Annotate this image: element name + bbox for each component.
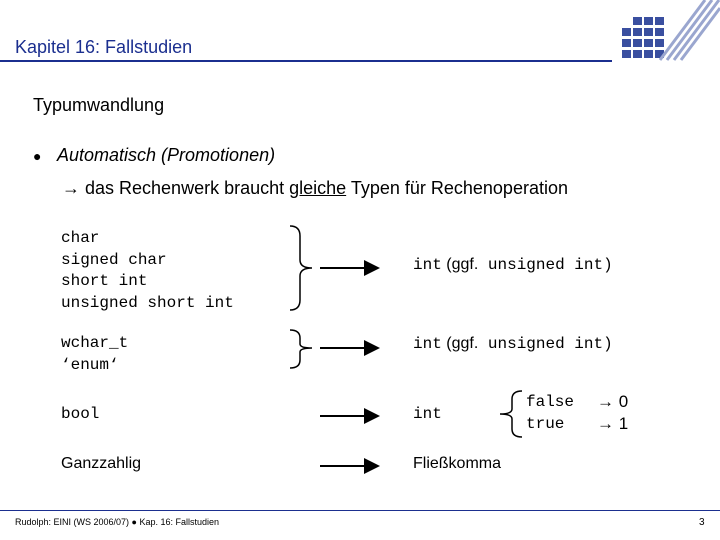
type-bool: bool xyxy=(61,405,100,423)
footer-divider xyxy=(0,510,720,511)
result-fliesskomma: Fließkomma xyxy=(413,455,502,472)
type-group-char-short: char signed char short int unsigned short i… xyxy=(61,228,234,314)
header-divider xyxy=(0,60,612,62)
result-prose: (ggf. xyxy=(441,335,479,352)
result-code: unsigned int) xyxy=(478,335,613,353)
footer-info: Rudolph: EINI (WS 2006/07) ● Kap. 16: Fa… xyxy=(15,517,220,527)
bool-false-value: → 0 xyxy=(597,392,629,411)
bullet-text: Automatisch (Promotionen) xyxy=(57,145,276,165)
logo-stripes-icon xyxy=(658,0,720,61)
logo-grid-icon xyxy=(622,17,664,58)
result-code: int xyxy=(413,256,442,274)
bool-false-label: false xyxy=(526,393,575,411)
brace-group2-icon xyxy=(289,329,313,369)
result-int: int xyxy=(413,405,442,423)
explanation-prefix: → das Rechenwerk braucht xyxy=(62,178,290,198)
type-ganzzahlig: Ganzzahlig xyxy=(61,455,142,472)
result-code: unsigned int) xyxy=(478,256,613,274)
bool-true-label: true xyxy=(526,415,565,433)
type-item: char xyxy=(61,229,100,247)
type-item: signed char xyxy=(61,250,167,269)
promotion-explanation: → das Rechenwerk braucht gleiche Typen f… xyxy=(62,178,568,199)
page-title: Kapitel 16: Fallstudien xyxy=(15,37,193,57)
type-item: ‘enum‘ xyxy=(61,355,119,374)
university-logo xyxy=(622,0,720,61)
type-item: wchar_t xyxy=(61,334,129,352)
bullet-icon: ● xyxy=(33,148,42,164)
page-number: 3 xyxy=(699,517,705,528)
bool-true-value: → 1 xyxy=(597,414,629,433)
section-title: Typumwandlung xyxy=(33,95,165,115)
result-code: int xyxy=(413,335,442,353)
explanation-underlined: gleiche xyxy=(289,178,347,198)
explanation-suffix: Typen für Rechenoperation xyxy=(346,178,568,198)
type-group-wchar-enum: wchar_t ‘enum‘ xyxy=(61,333,128,376)
result-int-unsigned-1: int (ggf. unsigned int) xyxy=(413,256,613,274)
result-int-unsigned-2: int (ggf. unsigned int) xyxy=(413,335,613,353)
type-item: unsigned short int xyxy=(61,293,234,312)
result-prose: (ggf. xyxy=(441,256,479,273)
brace-group1-icon xyxy=(289,225,313,311)
brace-bool-icon xyxy=(499,390,523,438)
type-item: short int xyxy=(61,272,148,290)
